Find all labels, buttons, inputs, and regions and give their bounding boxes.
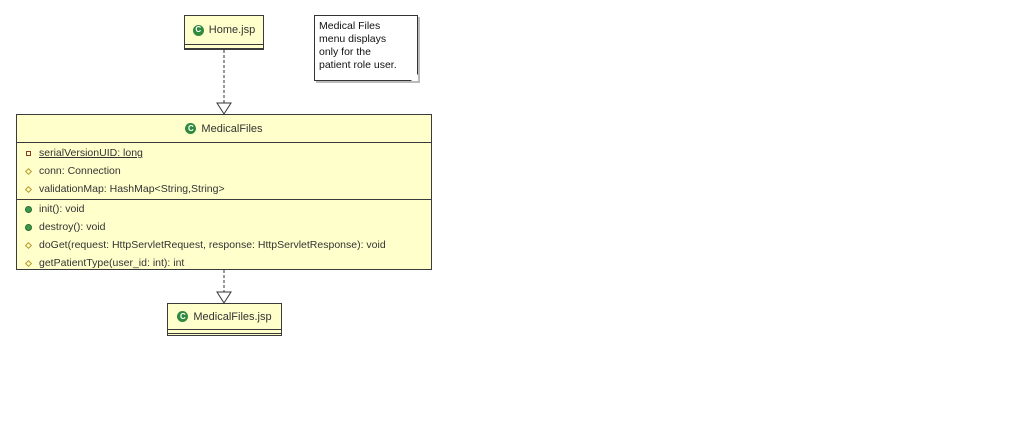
private-field-icon [24,149,33,158]
compartment-divider [185,44,263,45]
operations-compartment: init(): void destroy(): void doGet(reque… [17,200,431,272]
public-method-icon [24,223,33,232]
protected-method-icon [24,241,33,250]
protected-method-icon [24,259,33,268]
class-name: Home.jsp [208,24,256,36]
class-header: C MedicalFiles [17,115,431,142]
operation-text: destroy(): void [39,221,106,233]
compartment-divider [17,199,431,200]
operation-row[interactable]: getPatientType(user_id: int): int [17,254,431,272]
note-line: only for the [319,46,371,58]
compartment-divider [168,329,281,330]
protected-field-icon [24,185,33,194]
attribute-row[interactable]: conn: Connection [17,162,431,180]
attribute-row[interactable]: validationMap: HashMap<String,String> [17,180,431,198]
operation-row[interactable]: doGet(request: HttpServletRequest, respo… [17,236,431,254]
attribute-row[interactable]: serialVersionUID: long [17,144,431,162]
attribute-text: validationMap: HashMap<String,String> [39,183,225,195]
note-line: Medical Files [319,20,381,32]
dependency-medicalfiles-to-medicalfilesjsp [216,270,232,304]
compartment-divider [17,142,431,143]
operation-text: init(): void [39,203,85,215]
compartment-divider [168,333,281,334]
class-medical-files-jsp[interactable]: C MedicalFiles.jsp [167,303,282,336]
operation-row[interactable]: destroy(): void [17,218,431,236]
operation-row[interactable]: init(): void [17,200,431,218]
class-icon: C [192,24,204,36]
compartment-divider [185,48,263,49]
class-name: MedicalFiles.jsp [193,310,272,323]
class-header: C Home.jsp [185,16,263,44]
class-icon: C [177,311,189,322]
dependency-home-to-medicalfiles [216,50,232,115]
class-medical-files[interactable]: C MedicalFiles serialVersionUID: long co… [16,114,432,270]
class-home-jsp[interactable]: C Home.jsp [184,15,264,50]
class-header: C MedicalFiles.jsp [168,304,281,329]
operation-text: getPatientType(user_id: int): int [39,257,185,269]
note-line: menu displays [319,33,387,45]
note[interactable]: Medical Files menu displays only for the… [314,15,418,81]
attribute-text: conn: Connection [39,165,121,177]
note-line: patient role user. [319,59,397,71]
attribute-text: serialVersionUID: long [39,147,143,159]
class-name: MedicalFiles [201,122,263,135]
attributes-compartment: serialVersionUID: long conn: Connection … [17,143,431,198]
class-icon: C [185,123,197,134]
protected-field-icon [24,167,33,176]
operation-text: doGet(request: HttpServletRequest, respo… [39,239,386,251]
public-method-icon [24,205,33,214]
note-fold-corner [411,74,418,81]
